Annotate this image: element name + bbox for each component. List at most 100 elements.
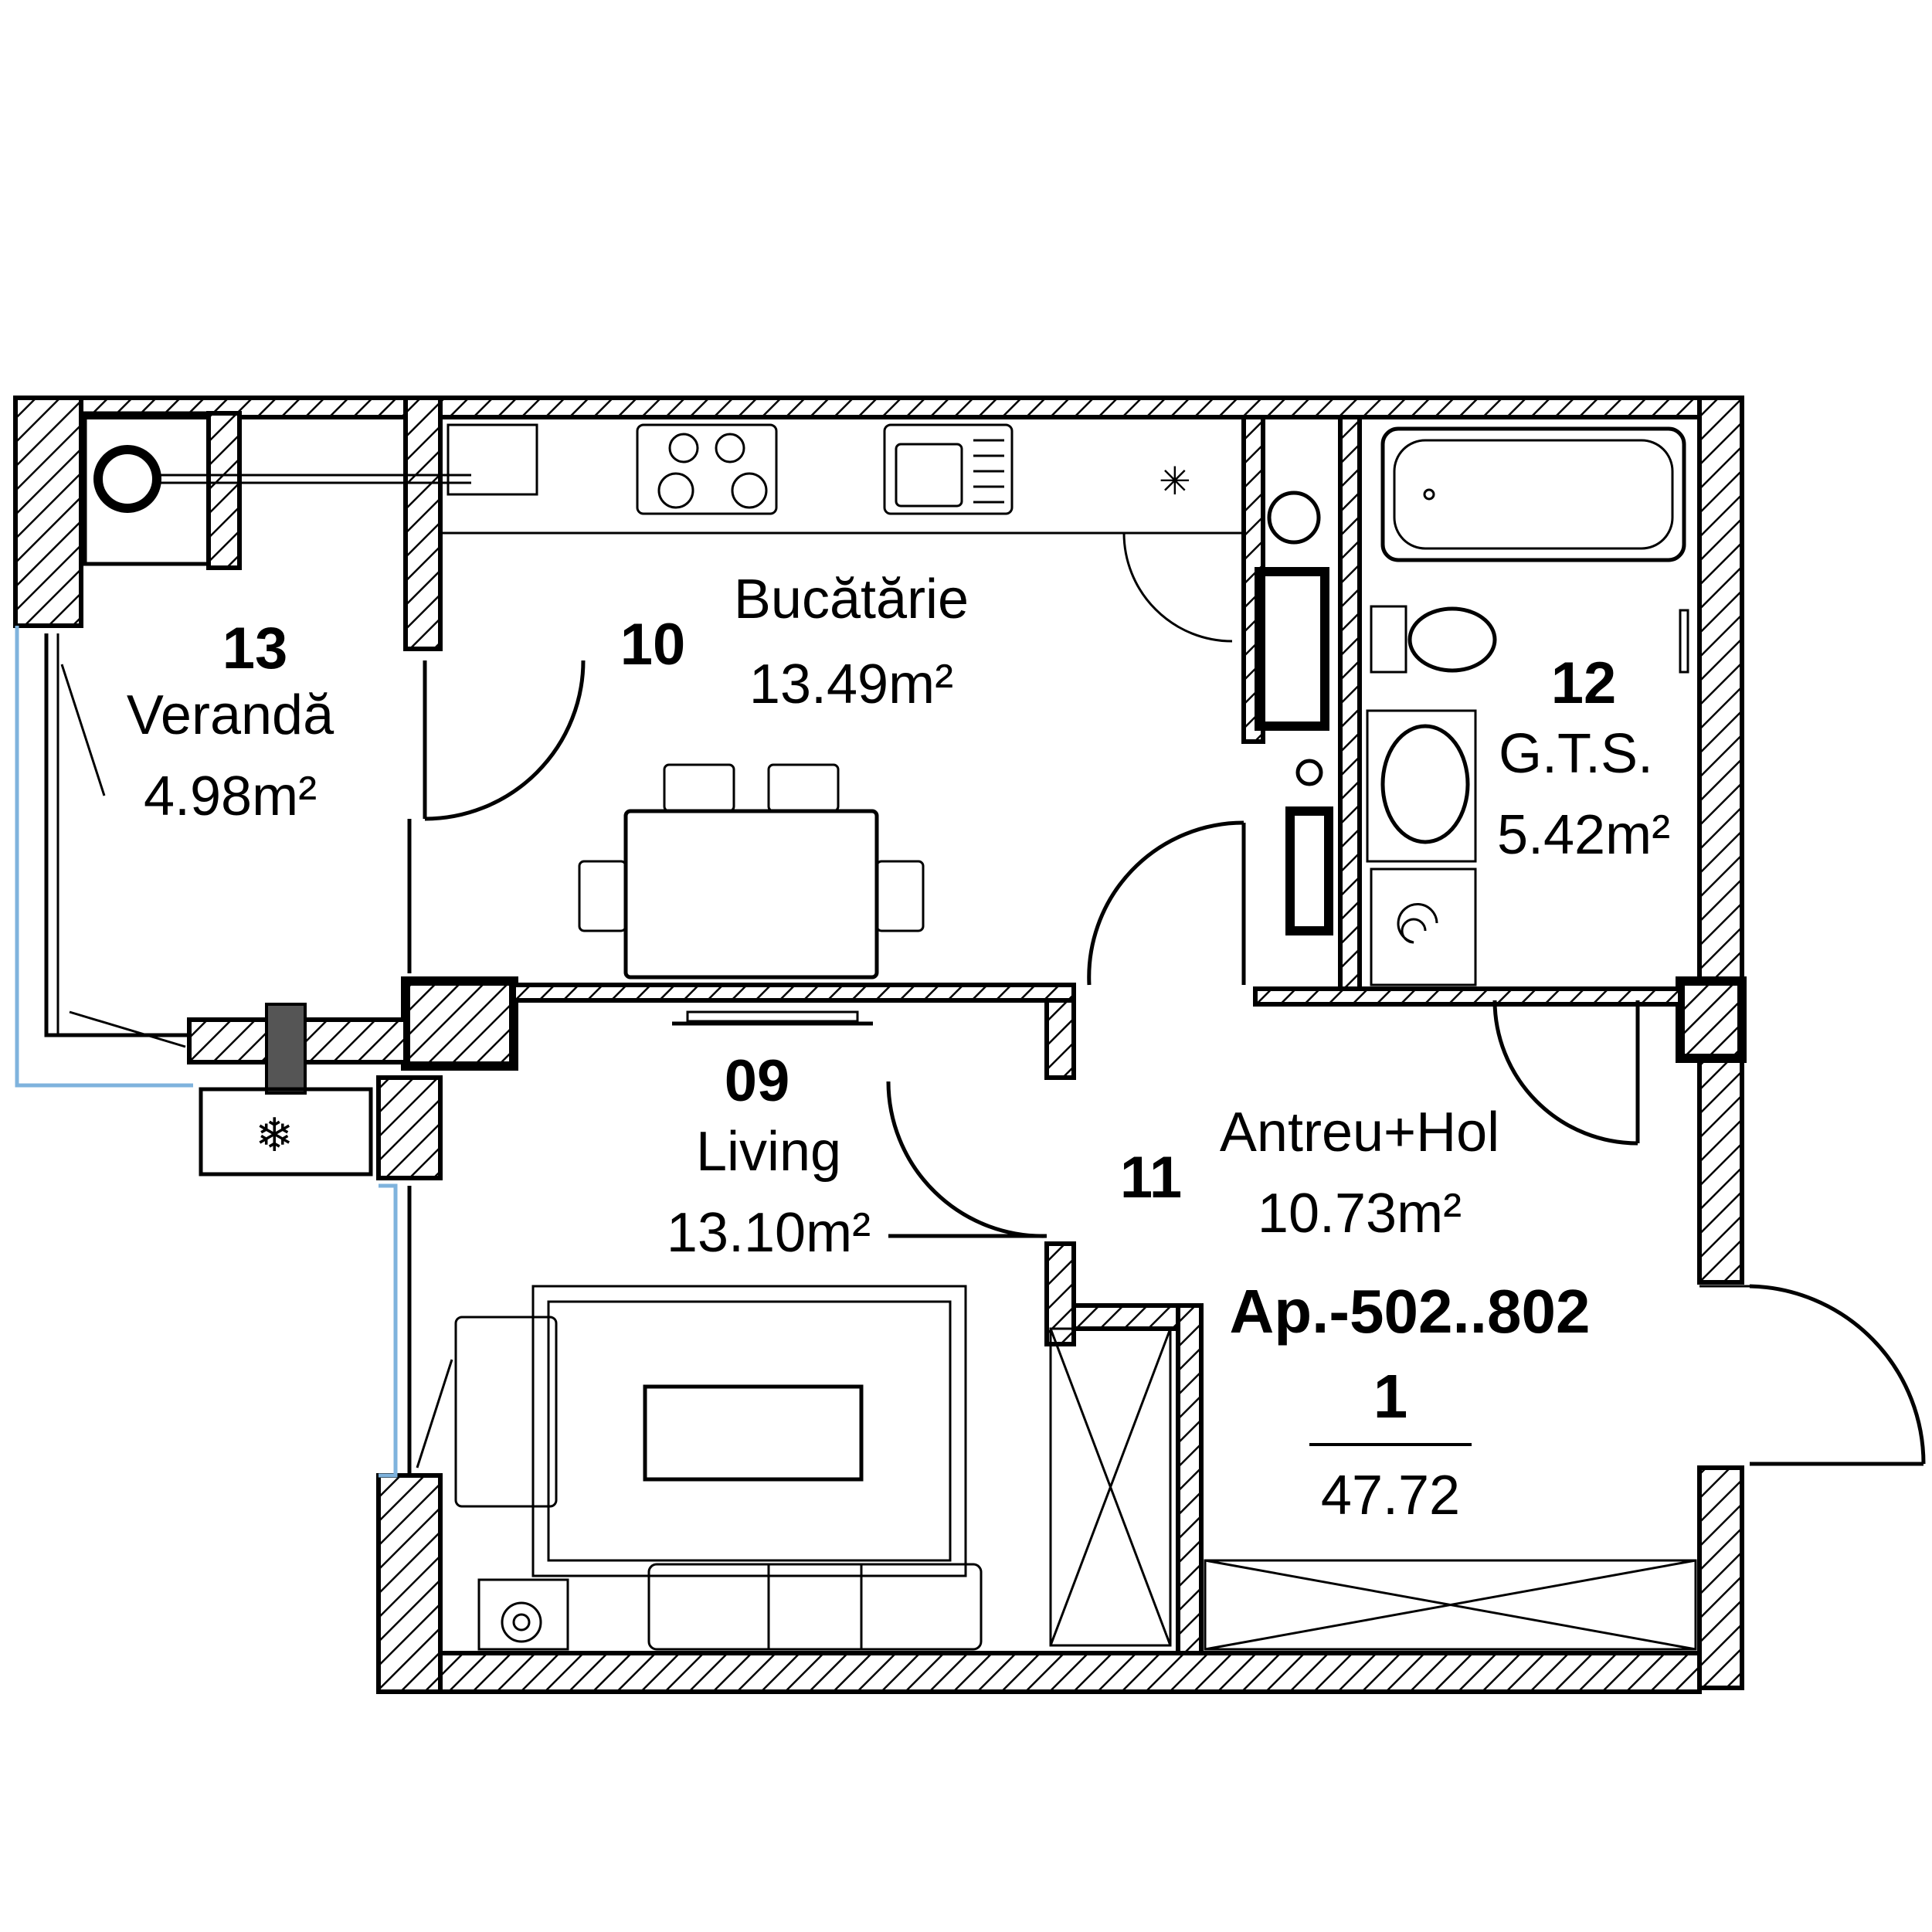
kitchen-fixtures: ✳ bbox=[440, 423, 1244, 643]
room-number-hall: 11 bbox=[1120, 1145, 1182, 1210]
dining-table bbox=[623, 809, 879, 980]
stove-burner bbox=[715, 433, 745, 463]
room-number-living: 09 bbox=[725, 1048, 790, 1114]
closet-hall-x bbox=[1204, 1559, 1696, 1651]
room-name-bathroom: G.T.S. bbox=[1499, 723, 1653, 785]
room-number-veranda: 13 bbox=[222, 616, 288, 681]
washing-machine-swirl bbox=[1397, 903, 1438, 944]
bathroom-fixtures bbox=[1366, 426, 1689, 986]
wall-veranda-inner bbox=[206, 411, 242, 570]
boiler-box bbox=[83, 411, 211, 566]
kitchen-hall-door bbox=[1087, 820, 1246, 986]
room-name-living: Living bbox=[696, 1121, 841, 1183]
sofa bbox=[647, 1563, 983, 1651]
closet-living-x bbox=[1049, 1328, 1172, 1646]
room-area-veranda: 4.98m² bbox=[144, 766, 317, 827]
coffee-table bbox=[643, 1384, 864, 1482]
veranda-sash-2 bbox=[69, 1010, 186, 1048]
rug bbox=[531, 1285, 967, 1577]
living-sash bbox=[416, 1359, 453, 1469]
wall-partition-living-hall bbox=[1044, 998, 1076, 1080]
sink-drainboard bbox=[973, 439, 1004, 504]
room-area-kitchen: 13.49m² bbox=[749, 654, 953, 715]
wall-bath-partition bbox=[1253, 986, 1682, 1007]
rug-inner bbox=[547, 1300, 952, 1562]
apartment-summary: Ap.-502..802 1 47.72 bbox=[1230, 1277, 1591, 1526]
room-name-veranda: Verandă bbox=[127, 684, 334, 746]
shaft-box bbox=[1255, 567, 1329, 731]
room-area-living: 13.10m² bbox=[667, 1202, 871, 1264]
wall-partition-living-hall-lower bbox=[1044, 1241, 1076, 1346]
glazing bbox=[15, 626, 453, 1478]
gas-boiler bbox=[93, 445, 161, 513]
veranda-frame bbox=[44, 633, 189, 1037]
washbasin-counter bbox=[1366, 709, 1477, 863]
wall-right-lower bbox=[1697, 1465, 1744, 1690]
walls bbox=[13, 396, 1747, 1694]
bath-door bbox=[1492, 1000, 1640, 1146]
apartment-code: Ap.-502..802 bbox=[1230, 1277, 1591, 1346]
boiler bbox=[1267, 491, 1321, 545]
wall-left-living bbox=[376, 1075, 443, 1180]
tv-stand bbox=[686, 1010, 859, 1023]
closet-living bbox=[1049, 1327, 1172, 1647]
wall-left-living-lower bbox=[376, 1473, 443, 1694]
toilet-tank bbox=[1370, 605, 1407, 674]
chair bbox=[767, 763, 840, 813]
veranda-sash bbox=[60, 664, 106, 796]
stove-burner bbox=[657, 472, 694, 509]
sink-basin bbox=[895, 443, 963, 508]
towel-rail bbox=[1679, 609, 1689, 674]
wall-right-upper bbox=[1697, 396, 1744, 983]
fridge-icon: ✳ bbox=[1159, 460, 1191, 503]
toilet-bowl bbox=[1407, 606, 1497, 673]
stove-burner bbox=[731, 472, 768, 509]
room-name-kitchen: Bucătărie bbox=[734, 569, 969, 630]
ac-unit bbox=[199, 1087, 373, 1177]
bathtub bbox=[1380, 426, 1686, 562]
room-area-hall: 10.73m² bbox=[1258, 1183, 1462, 1244]
wall-right-middle bbox=[1697, 1056, 1744, 1285]
bathtub-inner bbox=[1393, 439, 1674, 550]
kitchen-veranda-door bbox=[423, 660, 586, 821]
snowflake-icon: ❄ bbox=[255, 1109, 294, 1161]
living-window bbox=[379, 1183, 398, 1478]
wall-bottom bbox=[438, 1651, 1702, 1694]
bathtub-drain bbox=[1423, 488, 1435, 501]
wall-kitchen-left bbox=[403, 396, 443, 651]
chair bbox=[663, 763, 735, 813]
stove bbox=[636, 423, 778, 515]
radiator-valve bbox=[501, 1601, 542, 1643]
stove-burner bbox=[668, 433, 699, 463]
wall-storage-right bbox=[1176, 1303, 1204, 1655]
apartment-rooms: 1 bbox=[1373, 1362, 1408, 1431]
closet-hall bbox=[1204, 1559, 1697, 1651]
ac-bracket bbox=[265, 1003, 307, 1095]
wall-partition-kitchen-living bbox=[511, 983, 1076, 1003]
shaft-fixtures bbox=[1255, 491, 1333, 935]
washing-machine bbox=[1370, 868, 1477, 986]
room-labels: 13 Verandă 4.98m² 10 Bucătărie 13.49m² 1… bbox=[127, 569, 1670, 1264]
room-area-bathroom: 5.42m² bbox=[1497, 804, 1670, 866]
hall-storage bbox=[1049, 1327, 1697, 1651]
armchair bbox=[454, 1316, 558, 1508]
dining-set bbox=[578, 763, 925, 980]
radiator bbox=[477, 1578, 569, 1651]
sink bbox=[883, 423, 1014, 515]
living-hall-door bbox=[886, 1081, 1047, 1238]
room-number-kitchen: 10 bbox=[620, 612, 686, 677]
washbasin bbox=[1380, 724, 1470, 844]
chair bbox=[578, 860, 627, 932]
shaft-box-lower bbox=[1285, 806, 1333, 935]
chair bbox=[875, 860, 925, 932]
wall-right-column bbox=[1676, 976, 1747, 1063]
veranda-equipment: ❄ bbox=[83, 411, 471, 1177]
living-furniture bbox=[454, 1010, 983, 1651]
vent-duct bbox=[446, 423, 538, 496]
veranda-window bbox=[15, 626, 193, 1088]
wall-bath-left bbox=[1338, 415, 1362, 991]
fridge-door-arc bbox=[1122, 532, 1233, 643]
wall-veranda-left bbox=[13, 396, 83, 628]
entry-door bbox=[1749, 1284, 1926, 1466]
